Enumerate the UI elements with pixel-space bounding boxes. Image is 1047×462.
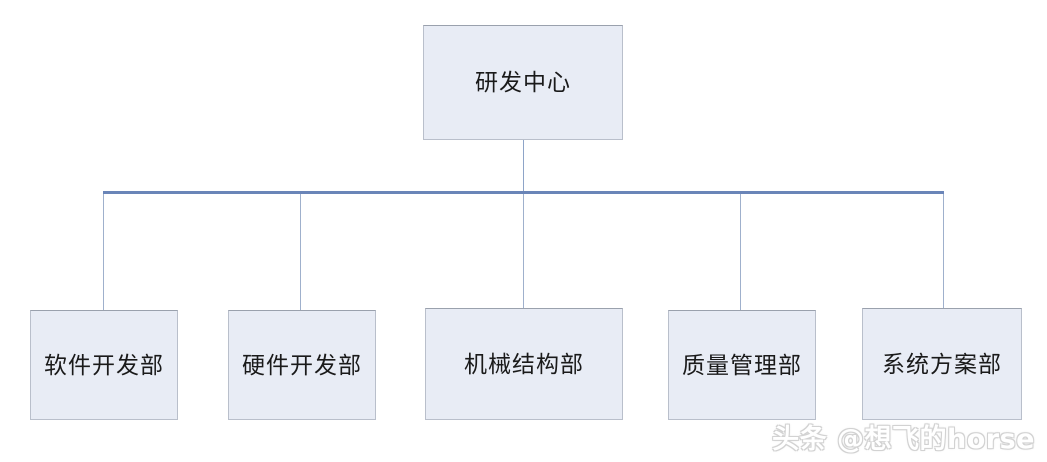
org-node-mechanical-structure[interactable]: 机械结构部 [425,308,623,420]
watermark-text: 头条 @想飞的horse [772,424,1035,455]
org-node-label: 软件开发部 [44,352,164,378]
connector-drop-5 [943,194,944,308]
connector-horizontal-bus [103,191,944,194]
connector-root-stem [523,140,524,193]
org-node-label: 机械结构部 [464,351,584,377]
org-node-quality-management[interactable]: 质量管理部 [668,310,816,420]
org-node-root-label: 研发中心 [475,70,571,95]
org-node-label: 系统方案部 [882,351,1002,377]
connector-drop-3 [523,194,524,308]
connector-drop-4 [740,194,741,310]
connector-drop-1 [103,194,104,310]
org-node-label: 质量管理部 [682,352,802,378]
org-node-software-development[interactable]: 软件开发部 [30,310,178,420]
org-node-hardware-development[interactable]: 硬件开发部 [228,310,376,420]
org-node-root[interactable]: 研发中心 [423,25,623,140]
connector-drop-2 [300,194,301,310]
org-node-system-solution[interactable]: 系统方案部 [862,308,1022,420]
org-node-label: 硬件开发部 [242,352,362,378]
